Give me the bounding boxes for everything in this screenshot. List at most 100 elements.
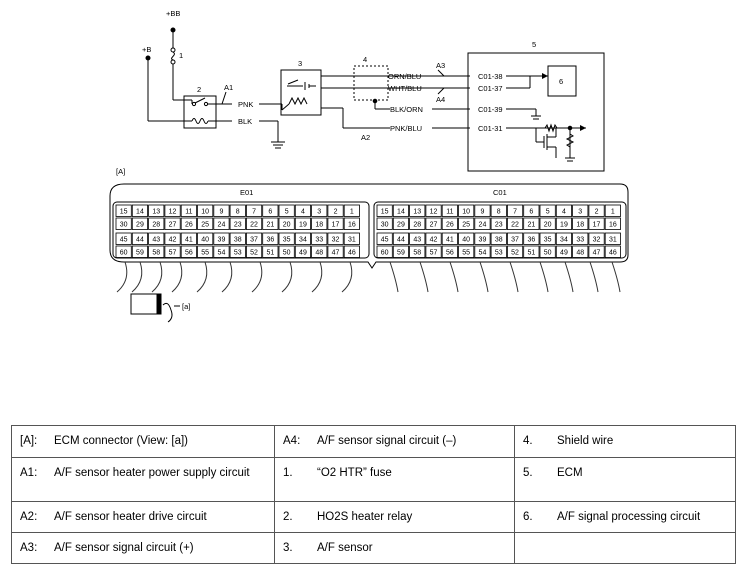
connector-pin	[197, 204, 214, 217]
connector-pin-number: 41	[446, 237, 454, 244]
connector-pin-number: 20	[283, 222, 291, 229]
connector-pin-number: 56	[185, 250, 193, 257]
connector-pin	[229, 217, 246, 230]
connector-pin-number: 7	[513, 209, 517, 216]
connector-pin-number: 4	[301, 209, 305, 216]
circuit-schematic	[145, 27, 605, 172]
connector-pin-number: 13	[413, 209, 421, 216]
relay-label: 2	[197, 85, 201, 94]
connector-pin-number: 38	[234, 237, 242, 244]
connector-pin-number: 22	[511, 222, 519, 229]
connector-pin-number: 1	[611, 209, 615, 216]
connector-wire	[311, 261, 323, 293]
connector-pin	[425, 204, 442, 217]
terminal-label-c01-37: C01-37	[478, 84, 503, 93]
connector-pin	[539, 232, 556, 245]
connector-pin	[229, 204, 246, 217]
connector-pin	[604, 232, 621, 245]
connector-pin-number: 44	[136, 237, 144, 244]
connector-pin	[180, 204, 197, 217]
connector-pin	[392, 204, 409, 217]
connector-pin	[506, 245, 524, 258]
circuit-label-a2: A2	[361, 133, 370, 142]
connector-wire	[341, 261, 353, 293]
connector-pin	[425, 217, 442, 230]
connector-pin-number: 16	[348, 222, 356, 229]
connector-pin	[148, 232, 165, 245]
legend-cell: A4:A/F sensor signal circuit (–)	[274, 425, 515, 458]
connector-pin	[409, 204, 426, 217]
connector-pin-number: 8	[497, 209, 501, 216]
connector-pin	[148, 245, 165, 258]
legend-key: A3:	[20, 542, 38, 554]
connector-pin-number: 3	[317, 209, 321, 216]
connector-pin-number: 35	[283, 237, 291, 244]
connector-pin	[572, 245, 589, 258]
connector-pin-number: 35	[544, 237, 552, 244]
connector-pin-number: 18	[576, 222, 584, 229]
legend-cell: 3.A/F sensor	[274, 532, 515, 564]
connector-pin	[539, 204, 556, 217]
connector-pin	[539, 217, 556, 230]
connector-pin-number: 38	[495, 237, 503, 244]
connector-pin	[262, 232, 279, 245]
connector-pin-number: 55	[201, 250, 209, 257]
connector-pin-number: 25	[201, 222, 209, 229]
legend-cell: A3:A/F sensor signal circuit (+)	[11, 532, 275, 564]
connector-pin-number: 34	[560, 237, 568, 244]
connector-pin	[376, 204, 393, 217]
connector-pin	[164, 245, 181, 258]
legend-description: ECM connector (View: [a])	[54, 435, 189, 447]
connector-pin	[294, 232, 311, 245]
connector-pin-number: 9	[219, 209, 223, 216]
connector-pin	[572, 232, 589, 245]
legend-row: [A]:ECM connector (View: [a])A4:A/F sens…	[11, 425, 736, 458]
connector-pin	[409, 245, 426, 258]
connector-view-label: [A]	[116, 167, 125, 176]
connector-pin-number: 22	[250, 222, 258, 229]
connector-pin-number: 55	[462, 250, 470, 257]
connector-pin-number: 17	[593, 222, 601, 229]
connector-pin	[588, 204, 605, 217]
connector-pin	[604, 217, 621, 230]
connector-pin-number: 43	[152, 237, 160, 244]
connector-pin-number: 53	[495, 250, 503, 257]
connector-wire	[479, 261, 489, 293]
relay-box	[183, 95, 217, 129]
connector-pin	[131, 217, 149, 230]
connector-pin	[213, 245, 230, 258]
connector-pin-number: 51	[527, 250, 535, 257]
fuse-symbol	[170, 47, 176, 65]
ecm-label: 5	[532, 40, 536, 49]
connector-pin	[523, 217, 540, 230]
legend-row: A3:A/F sensor signal circuit (+)3.A/F se…	[11, 532, 736, 564]
connector-pin	[343, 232, 360, 245]
connector-pin-number: 42	[169, 237, 177, 244]
connector-wire-bundle	[116, 261, 621, 293]
connector-pin	[343, 204, 360, 217]
connector-pin-number: 36	[527, 237, 535, 244]
relay-coil	[191, 118, 209, 124]
connector-pin	[180, 232, 197, 245]
connector-pin	[572, 217, 589, 230]
connector-pin-number: 5	[285, 209, 289, 216]
connector-pin	[131, 245, 149, 258]
connector-pin-number: 29	[397, 222, 405, 229]
power-label-bb: +BB	[166, 9, 180, 18]
connector-label-e01: E01	[240, 188, 253, 197]
wire-label-blk-orn: BLK/ORN	[390, 105, 423, 114]
connector-pin-number: 4	[562, 209, 566, 216]
connector-pin-number: 7	[252, 209, 256, 216]
connector-pin	[229, 232, 246, 245]
connector-pin	[425, 245, 442, 258]
connector-pin	[343, 245, 360, 258]
connector-pin	[327, 204, 344, 217]
wire-label-pnk: PNK	[238, 100, 253, 109]
connector-pin	[294, 204, 311, 217]
connector-pin-number: 58	[152, 250, 160, 257]
terminal-label-c01-38: C01-38	[478, 72, 503, 81]
connector-pin	[474, 245, 491, 258]
ground-symbol	[271, 141, 285, 149]
